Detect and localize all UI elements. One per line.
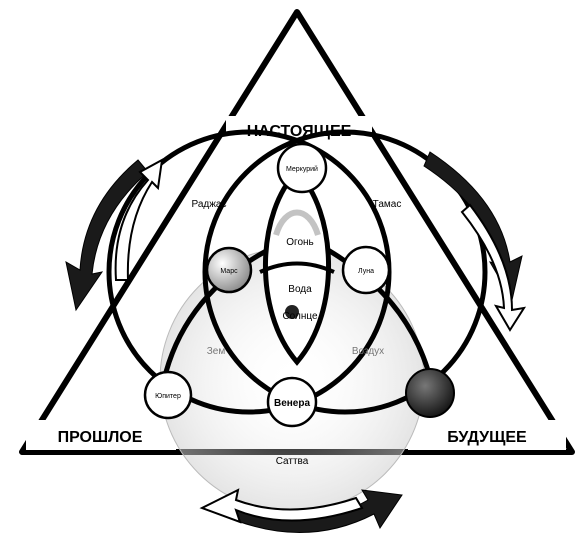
mars-label: Марс [220,268,238,275]
dark-planet-circle [406,369,454,417]
venus-label: Венера [274,398,310,409]
past-label: ПРОШЛОЕ [58,429,143,446]
rajas-label: Раджас [192,199,227,210]
tamas-label: Тамас [373,199,402,210]
left-arrow-down [66,160,148,310]
fire-label: Огонь [286,237,314,248]
moon-label: Луна [358,268,374,275]
jupiter-label: Юпитер [155,393,181,400]
mercury-label: Меркурий [286,165,318,173]
earth-label: Зем [207,346,226,357]
future-label: БУДУЩЕЕ [447,429,527,446]
present-label: НАСТОЯЩЕЕ [247,123,352,140]
water-label: Вода [288,284,312,295]
air-label: Воздух [352,346,384,357]
sun-label: Солнце [282,311,318,322]
sattva-label: Саттва [276,456,309,467]
